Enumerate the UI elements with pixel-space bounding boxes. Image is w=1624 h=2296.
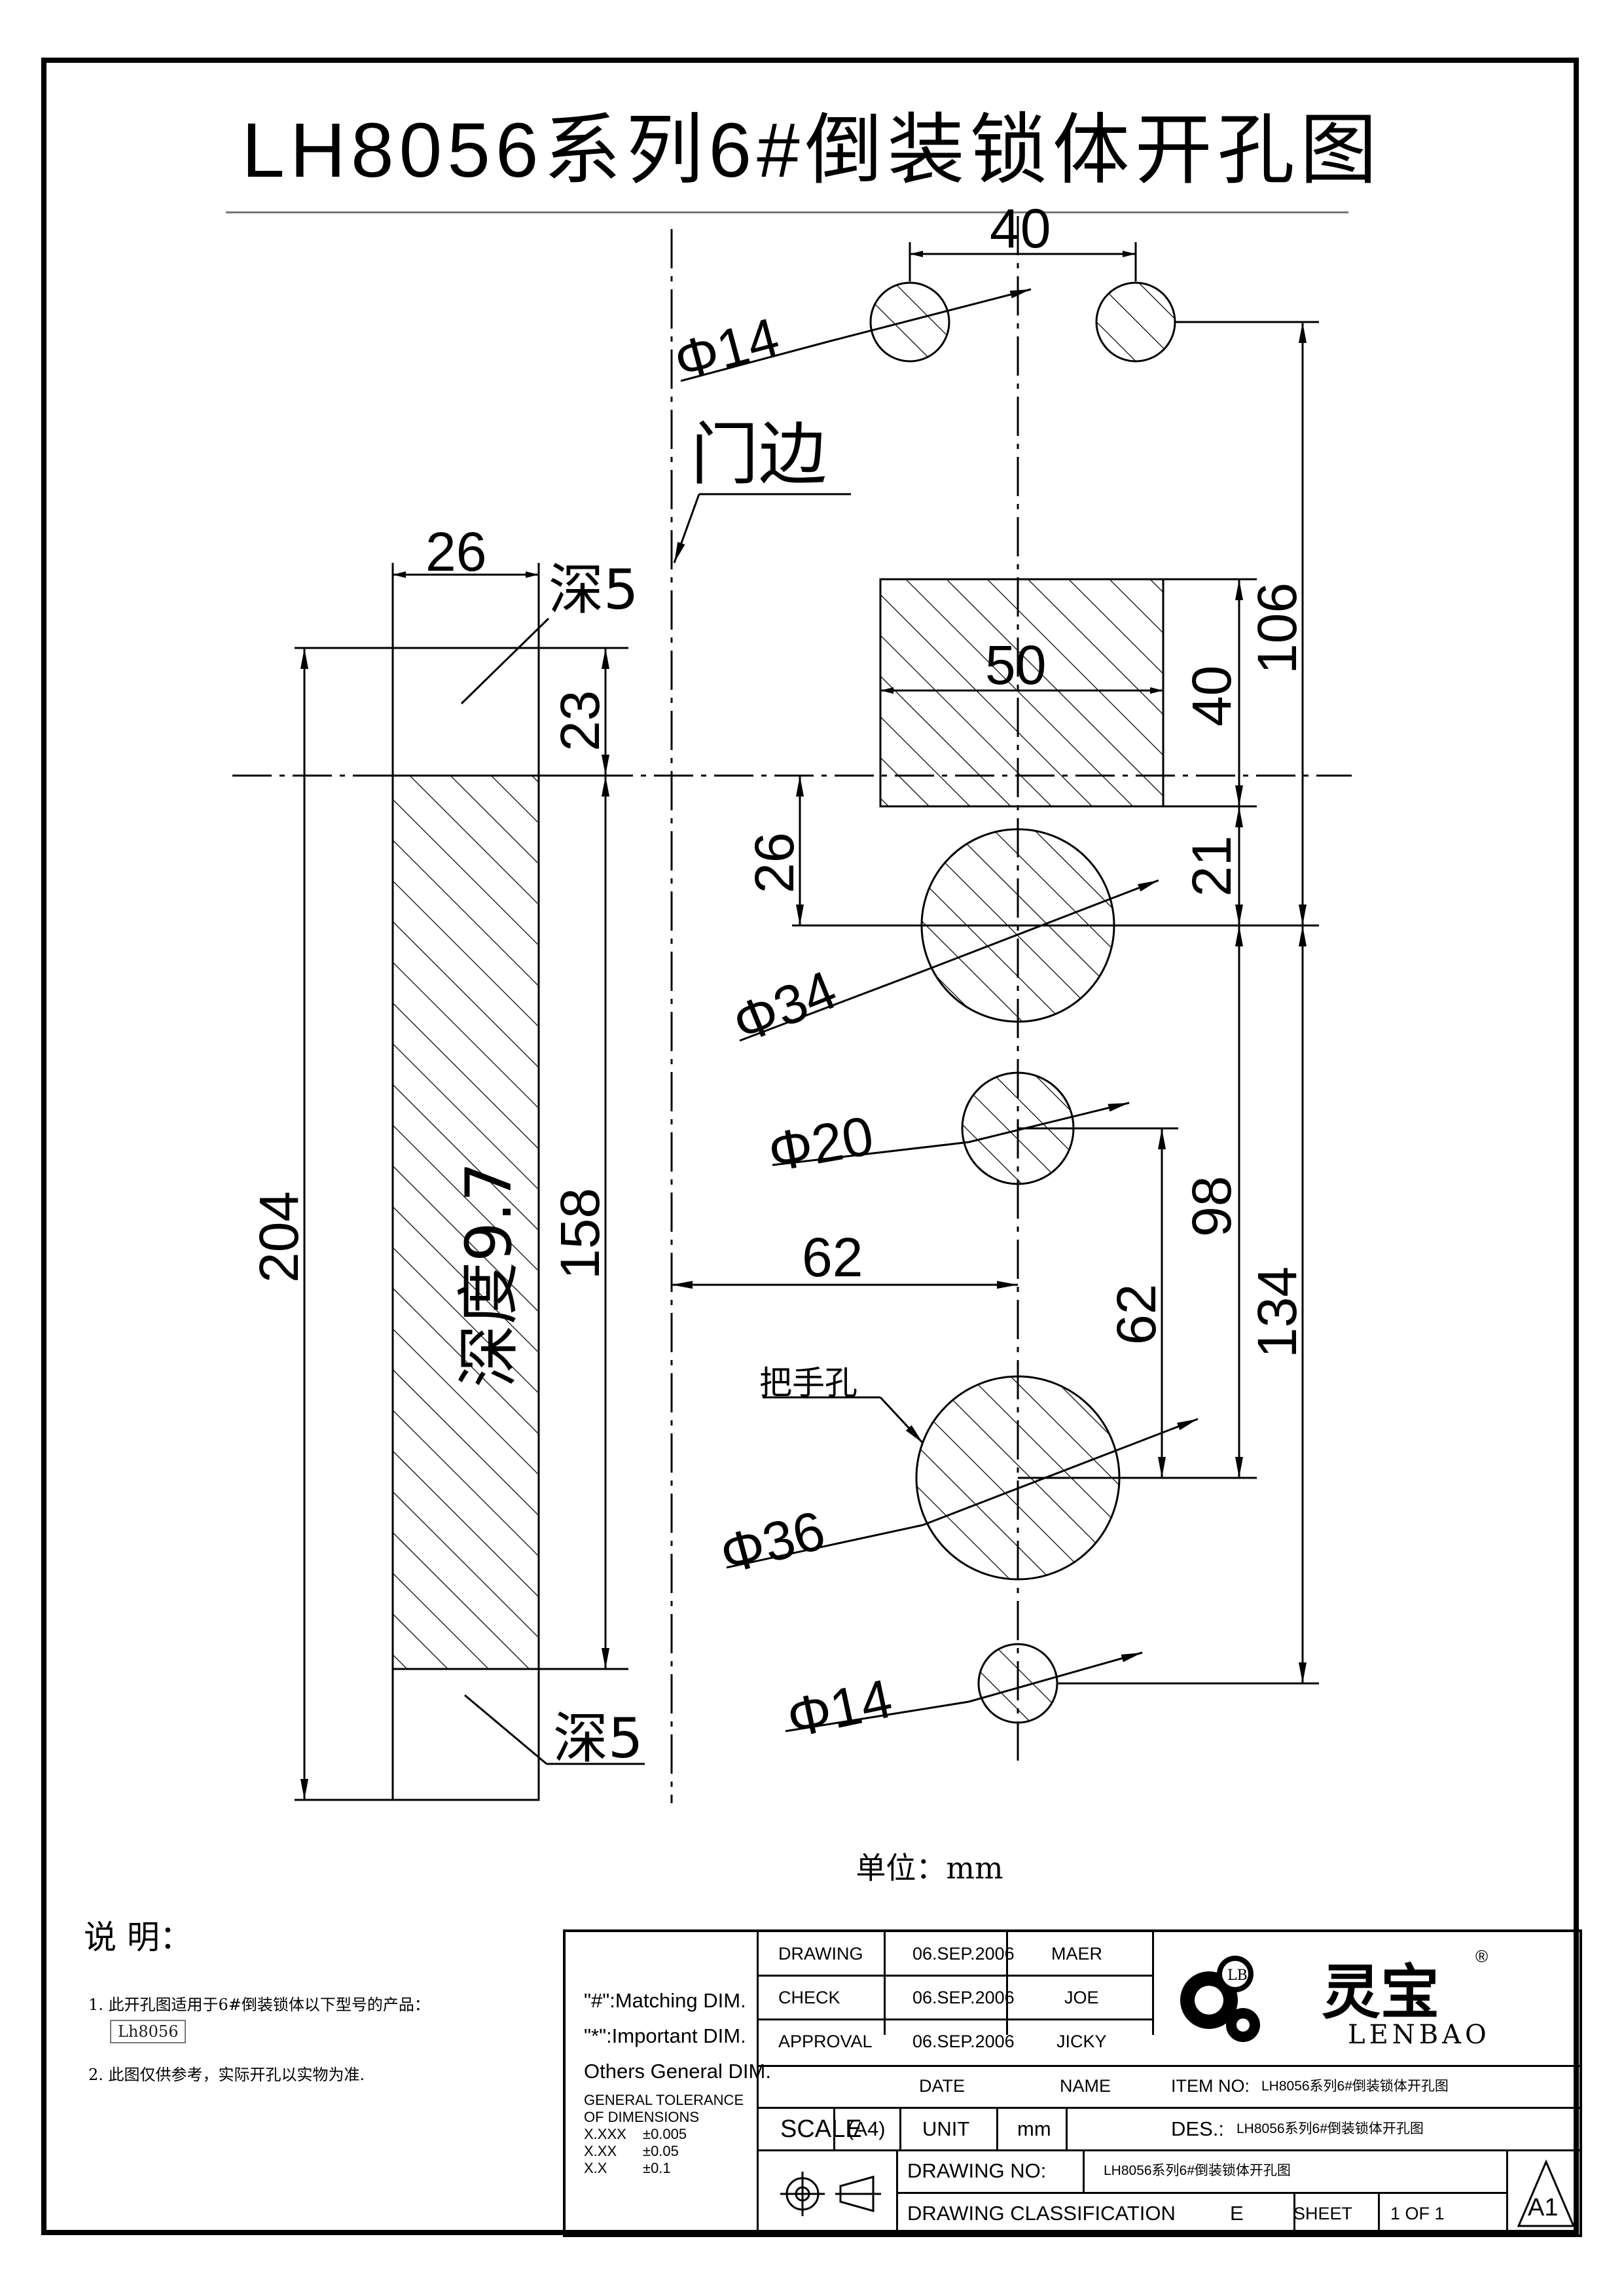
dim-dia-14-bottom: Φ14: [782, 1667, 897, 1749]
date-header: DATE: [919, 2076, 965, 2096]
unit-field-value: mm: [1017, 2117, 1051, 2140]
legend-important: "*":Important DIM.: [584, 2024, 746, 2047]
note-line-2: 2. 此图仅供参考，实际开孔以实物为准.: [88, 2066, 365, 2084]
scale-value: (A4): [847, 2117, 886, 2140]
brand-name-en: LENBAO: [1348, 2020, 1490, 2050]
tolerance-label-2: X.XX: [584, 2143, 617, 2159]
dim-left-width: 26: [425, 521, 486, 583]
dim-106: 106: [1246, 583, 1308, 674]
dim-62-vertical: 62: [1106, 1284, 1167, 1345]
row-approval-date: 06.SEP.2006: [912, 2032, 1015, 2051]
row-check-date: 06.SEP.2006: [912, 1988, 1015, 2007]
model-code: Lh8056: [110, 2020, 187, 2043]
des-value: LH8056系列6#倒装锁体开孔图: [1236, 2121, 1424, 2136]
tolerance-label-3: X.X: [584, 2160, 607, 2176]
strike-plate-outline: [391, 647, 540, 1801]
notes-heading: 说 明：: [84, 1918, 192, 1956]
registered-mark: ®: [1475, 1946, 1489, 1966]
tolerance-heading-2: OF DIMENSIONS: [584, 2109, 700, 2125]
dim-62-horizontal: 62: [802, 1227, 863, 1288]
tolerance-value-1: ±0.005: [643, 2126, 687, 2142]
dim-dia-top: Φ14: [668, 306, 785, 392]
tolerance-value-2: ±0.05: [643, 2143, 679, 2159]
dim-dia-20: Φ20: [764, 1104, 878, 1183]
dim-square-width: 50: [985, 634, 1046, 696]
drawing-title: LH8056系列6#倒装锁体开孔图: [242, 107, 1382, 194]
title-block: "#":Matching DIM. "*":Important DIM. Oth…: [563, 1929, 1582, 2237]
row-check-name: JOE: [1064, 1988, 1099, 2007]
tolerance-value-3: ±0.1: [643, 2160, 671, 2176]
door-edge-label: 门边: [691, 414, 827, 494]
dim-204: 204: [248, 1191, 310, 1283]
item-no-label: ITEM NO:: [1171, 2076, 1250, 2096]
logo-initials: LB: [1227, 1967, 1248, 1984]
dim-158: 158: [549, 1188, 611, 1280]
title-underline: [226, 211, 1348, 213]
dim-26-hole: 26: [744, 833, 805, 893]
drawing-frame: [41, 58, 1579, 2235]
dim-98: 98: [1181, 1176, 1242, 1237]
lenbao-logo-icon: [1180, 1956, 1260, 2042]
row-approval-label: APPROVAL: [778, 2032, 873, 2051]
size-mark-text: A1: [1528, 2194, 1559, 2221]
sheet-label: SHEET: [1293, 2204, 1353, 2223]
item-no-value: LH8056系列6#倒装锁体开孔图: [1261, 2079, 1449, 2094]
dim-square-height: 40: [1181, 666, 1242, 726]
top-hole-right: [1095, 281, 1176, 363]
legend-others: Others General DIM.: [584, 2060, 771, 2083]
dim-134: 134: [1246, 1266, 1308, 1358]
top-hole-left: [869, 281, 950, 363]
classification-label: DRAWING CLASSIFICATION: [907, 2202, 1176, 2225]
tolerance-label-1: X.XXX: [584, 2126, 626, 2142]
dim-23: 23: [549, 691, 611, 751]
legend-matching: "#":Matching DIM.: [584, 1989, 746, 2012]
projection-symbol-icon: [780, 2172, 881, 2216]
row-drawing-label: DRAWING: [778, 1944, 863, 1964]
depth-top-label: 深5: [549, 558, 638, 622]
row-drawing-date: 06.SEP.2006: [912, 1944, 1015, 1964]
sheet-value: 1 OF 1: [1390, 2204, 1445, 2223]
scale-label: SCALE: [780, 2115, 862, 2143]
dim-top-spacing: 40: [990, 198, 1051, 259]
brand-name-cn: 灵宝: [1322, 1958, 1439, 2027]
dim-dia-36: Φ36: [713, 1499, 831, 1585]
row-drawing-name: MAER: [1051, 1944, 1103, 1964]
drawing-no-value: LH8056系列6#倒装锁体开孔图: [1104, 2163, 1291, 2178]
dim-21: 21: [1181, 836, 1242, 897]
des-label: DES.:: [1171, 2117, 1224, 2140]
classification-value: E: [1230, 2202, 1244, 2225]
depth-middle-label: 深度9.7: [452, 1162, 526, 1388]
note-line-1: 1. 此开孔图适用于6#倒装锁体以下型号的产品：: [88, 1996, 430, 2014]
depth-bottom-label: 深5: [553, 1706, 643, 1770]
strike-plate-hatched: [391, 774, 540, 1670]
name-header: NAME: [1060, 2076, 1111, 2096]
tolerance-heading-1: GENERAL TOLERANCE: [584, 2092, 744, 2108]
unit-field-label: UNIT: [922, 2117, 970, 2140]
dim-dia-34: Φ34: [725, 958, 845, 1054]
size-mark-icon: [1517, 2159, 1576, 2227]
handle-hole-label: 把手孔: [759, 1364, 857, 1402]
hole-14-bottom: [977, 1643, 1058, 1724]
row-approval-name: JICKY: [1056, 2032, 1107, 2051]
unit-label: 单位：mm: [856, 1850, 1003, 1886]
row-check-label: CHECK: [778, 1988, 840, 2007]
drawing-no-label: DRAWING NO:: [907, 2159, 1047, 2182]
